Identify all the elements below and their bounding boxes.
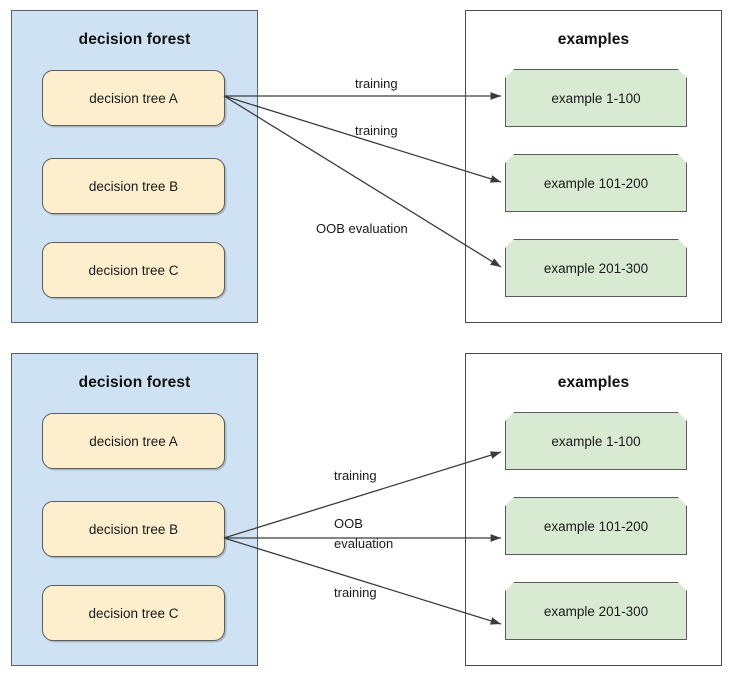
example-node-101-200-top[interactable]: example 101-200 xyxy=(505,154,687,212)
decision-forest-container-bottom: decision forest decision tree A decision… xyxy=(11,353,258,666)
edge-tree-a-to-example-101-200 xyxy=(223,95,502,183)
edge-label-evaluation-bottom: evaluation xyxy=(334,536,394,551)
decision-forest-container-top: decision forest decision tree A decision… xyxy=(11,10,258,323)
decision-forest-title-bottom: decision forest xyxy=(78,374,191,391)
edge-label-training-1-top: training xyxy=(355,76,398,91)
examples-title-bottom: examples xyxy=(557,374,630,391)
examples-title-top: examples xyxy=(557,31,630,48)
example-node-101-200-bottom[interactable]: example 101-200 xyxy=(505,497,687,555)
edge-label-oob-bottom: OOB xyxy=(334,516,363,531)
tree-node-b-bottom[interactable]: decision tree B xyxy=(42,501,225,557)
tree-node-b-top[interactable]: decision tree B xyxy=(42,158,225,214)
edge-tree-a-to-example-201-300 xyxy=(223,95,502,268)
edge-label-training-2-bottom: training xyxy=(334,585,377,600)
tree-node-a-bottom[interactable]: decision tree A xyxy=(42,413,225,469)
example-node-1-100-top[interactable]: example 1-100 xyxy=(505,69,687,127)
examples-container-bottom: examples example 1-100 example 101-200 e… xyxy=(465,353,722,666)
panel-top: decision forest decision tree A decision… xyxy=(11,10,722,323)
tree-node-c-bottom[interactable]: decision tree C xyxy=(42,585,225,641)
example-node-1-100-bottom[interactable]: example 1-100 xyxy=(505,412,687,470)
edge-label-training-1-bottom: training xyxy=(334,468,377,483)
example-node-201-300-top[interactable]: example 201-300 xyxy=(505,239,687,297)
edge-label-training-2-top: training xyxy=(355,123,398,138)
decision-forest-title-top: decision forest xyxy=(78,31,191,48)
example-node-201-300-bottom[interactable]: example 201-300 xyxy=(505,582,687,640)
tree-node-c-top[interactable]: decision tree C xyxy=(42,242,225,298)
tree-node-a-top[interactable]: decision tree A xyxy=(42,70,225,126)
examples-container-top: examples example 1-100 example 101-200 e… xyxy=(465,10,722,323)
edge-label-oob-evaluation-top: OOB evaluation xyxy=(316,221,408,236)
panel-bottom: decision forest decision tree A decision… xyxy=(0,343,737,686)
